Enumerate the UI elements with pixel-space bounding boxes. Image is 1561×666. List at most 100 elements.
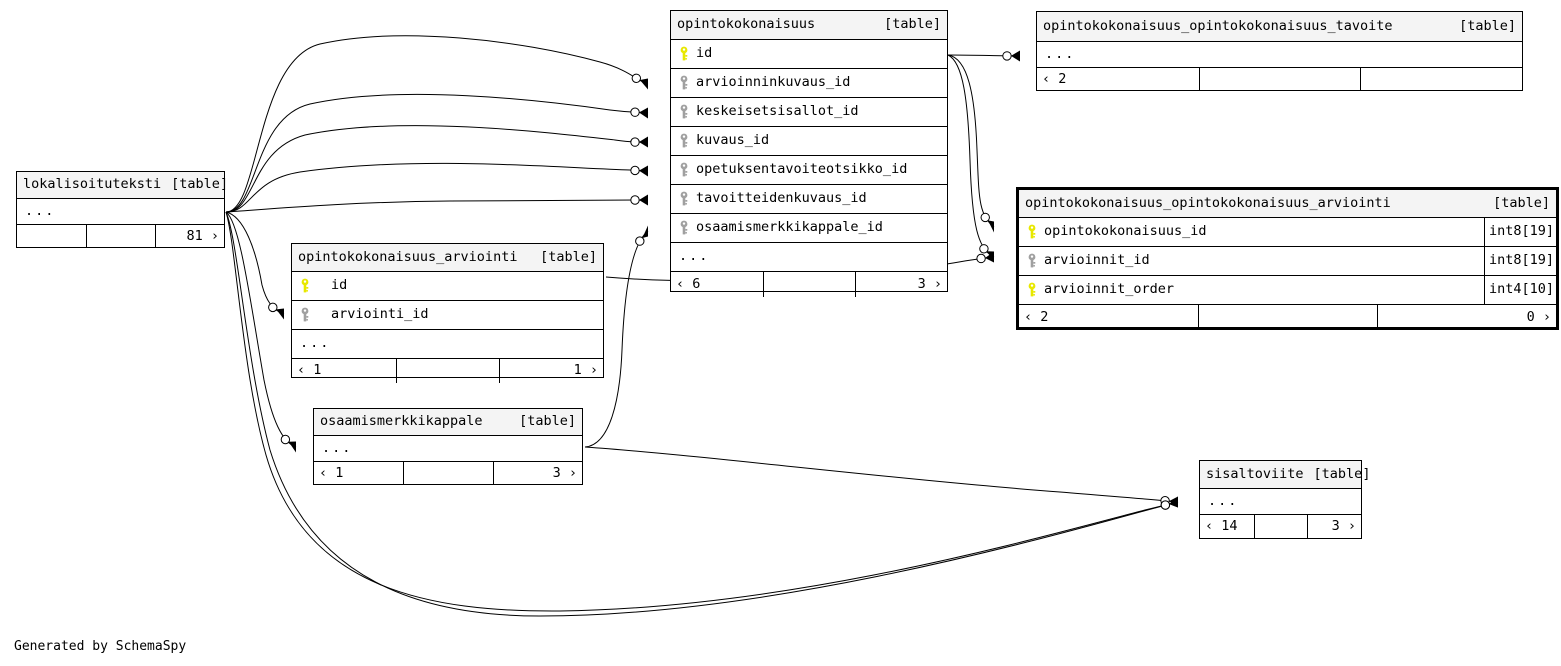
parent-relations-count[interactable]: ‹ 6 <box>676 275 701 292</box>
child-relations-count[interactable] <box>1360 68 1522 91</box>
cardinality-zero-circle <box>976 253 986 264</box>
parent-relations-count[interactable]: ‹ 14 <box>1205 518 1238 535</box>
crows-foot-marker <box>1169 496 1178 508</box>
table-footer-opintokokonaisuus: ‹ 6 3 › <box>671 272 947 297</box>
table-header-lokalisoituteksti[interactable]: lokalisoituteksti [table] <box>17 172 228 199</box>
column-datatype: int8[19] <box>1484 218 1556 246</box>
table-kind-label: [table] <box>1313 465 1371 482</box>
relationship-edge <box>947 50 1021 62</box>
column-name: opintokokonaisuus_id <box>1044 225 1207 239</box>
primary-key-icon <box>1024 224 1040 240</box>
table-kind-label: [table] <box>884 16 941 33</box>
relationship-edge <box>225 211 285 320</box>
cardinality-zero-circle <box>630 165 640 176</box>
foreign-key-icon <box>1024 253 1040 269</box>
table-node-opintokokonaisuus_opintokokonaisuus_arviointi[interactable]: opintokokonaisuus_opintokokonaisuus_arvi… <box>1016 187 1559 330</box>
table-row-more[interactable]: ... <box>1037 42 1522 68</box>
edge-line <box>947 54 995 258</box>
table-row-column[interactable]: id <box>292 272 603 301</box>
table-node-opintokokonaisuus[interactable]: opintokokonaisuus [table] id arvioinninkuva… <box>670 10 948 297</box>
parent-relations-count[interactable]: ‹ 2 <box>1042 70 1067 87</box>
relationship-edge <box>225 194 649 213</box>
table-kind-label: [table] <box>171 176 229 193</box>
child-relations-count[interactable]: 3 › <box>492 462 582 485</box>
table-row-column[interactable]: tavoitteidenkuvaus_id <box>671 185 947 214</box>
crows-foot-marker <box>639 107 648 119</box>
table-row-column[interactable]: keskeisetsisallot_id <box>671 98 947 127</box>
column-datatype: int8[19] <box>1484 247 1556 275</box>
table-header-sisaltoviite[interactable]: sisaltoviite[table] <box>1200 461 1370 489</box>
relationship-edge <box>225 35 649 213</box>
table-node-opintokokonaisuus_opintokokonaisuus_tavoite[interactable]: opintokokonaisuus_opintokokonaisuus_tavo… <box>1036 11 1523 91</box>
relationship-edge <box>225 211 297 453</box>
footer-middle-cell <box>395 359 500 383</box>
edge-line <box>225 125 649 213</box>
table-row-more[interactable]: ... <box>292 330 603 359</box>
foreign-key-icon <box>297 307 313 323</box>
table-row-column[interactable]: kuvaus_id <box>671 127 947 156</box>
table-row-more[interactable]: ... <box>1200 489 1361 515</box>
child-relations-count[interactable]: 3 › <box>854 272 947 297</box>
table-kind-label: [table] <box>519 413 576 430</box>
column-name: tavoitteidenkuvaus_id <box>696 192 867 206</box>
parent-relations-count[interactable]: ‹ 2 <box>1024 308 1049 325</box>
table-header-opintokokonaisuus[interactable]: opintokokonaisuus [table] <box>671 11 947 40</box>
table-header-opintokokonaisuus_opintokokonaisuus_arviointi[interactable]: opintokokonaisuus_opintokokonaisuus_arvi… <box>1019 190 1556 218</box>
parent-relations-count[interactable]: ‹ 1 <box>319 464 344 481</box>
table-row-column[interactable]: arviointi_id <box>292 301 603 330</box>
child-relations-count[interactable]: 0 › <box>1376 305 1556 330</box>
child-relations-count[interactable]: 1 › <box>499 359 603 383</box>
cardinality-zero-circle <box>631 73 642 83</box>
crows-foot-marker <box>987 220 994 233</box>
table-kind-label: [table] <box>1459 17 1516 34</box>
table-name: lokalisoituteksti <box>23 176 162 193</box>
relationship-edge <box>947 54 995 263</box>
table-row-column[interactable]: arvioinninkuvaus_id <box>671 69 947 98</box>
table-row-column[interactable]: arvioinnit_order int4[10] <box>1019 276 1556 305</box>
table-name: opintokokonaisuus_opintokokonaisuus_tavo… <box>1043 17 1393 34</box>
crows-foot-marker <box>1169 496 1178 508</box>
column-datatype: int4[10] <box>1484 276 1556 304</box>
table-row-more[interactable]: ... <box>314 436 582 462</box>
column-name: kuvaus_id <box>696 134 770 148</box>
column-name: arvioinnit_order <box>1044 283 1175 297</box>
child-relations-count[interactable]: 3 › <box>1307 515 1361 539</box>
table-node-sisaltoviite[interactable]: sisaltoviite[table]... ‹ 14 3 › <box>1199 460 1370 539</box>
table-row-column[interactable]: opetuksentavoiteotsikko_id <box>671 156 947 185</box>
table-row-more[interactable]: ... <box>671 243 947 272</box>
crows-foot-marker <box>288 441 296 453</box>
parent-relations-count[interactable]: ‹ 1 <box>297 362 322 379</box>
foreign-key-icon <box>676 162 692 178</box>
cardinality-zero-circle <box>268 302 278 313</box>
primary-key-icon <box>1024 282 1040 298</box>
primary-key-icon <box>297 278 313 294</box>
crows-foot-marker <box>276 308 284 320</box>
table-name: opintokokonaisuus <box>677 16 816 33</box>
relationship-edge <box>584 446 1179 508</box>
table-header-opintokokonaisuus_opintokokonaisuus_tavoite[interactable]: opintokokonaisuus_opintokokonaisuus_tavo… <box>1037 12 1522 42</box>
table-row-more[interactable]: ... <box>17 199 224 225</box>
table-header-opintokokonaisuus_arviointi[interactable]: opintokokonaisuus_arviointi[table] <box>292 244 603 272</box>
cardinality-zero-circle <box>630 107 640 117</box>
table-row-column[interactable]: osaamismerkkikappale_id <box>671 214 947 243</box>
crows-foot-marker <box>1011 50 1020 62</box>
more-columns-label: ... <box>300 337 331 351</box>
table-row-column[interactable]: opintokokonaisuus_id int8[19] <box>1019 218 1556 247</box>
table-name: opintokokonaisuus_arviointi <box>298 248 518 265</box>
edge-line <box>225 211 285 315</box>
relationship-edge <box>225 125 649 213</box>
child-relations-count[interactable]: 81 › <box>154 225 224 248</box>
parent-relations-count[interactable] <box>17 225 86 248</box>
table-row-column[interactable]: id <box>671 40 947 69</box>
table-node-osaamismerkkikappale[interactable]: osaamismerkkikappale[table]... ‹ 1 3 › <box>313 408 583 485</box>
table-footer-sisaltoviite: ‹ 14 3 › <box>1200 515 1361 539</box>
column-name: arvioinninkuvaus_id <box>696 76 851 90</box>
table-node-lokalisoituteksti[interactable]: lokalisoituteksti [table]...81 › <box>16 171 228 248</box>
crows-foot-marker <box>639 165 648 177</box>
cardinality-zero-circle <box>630 195 640 205</box>
table-header-osaamismerkkikappale[interactable]: osaamismerkkikappale[table] <box>314 409 582 436</box>
cardinality-zero-circle <box>635 236 645 246</box>
relationship-edge <box>947 54 995 233</box>
